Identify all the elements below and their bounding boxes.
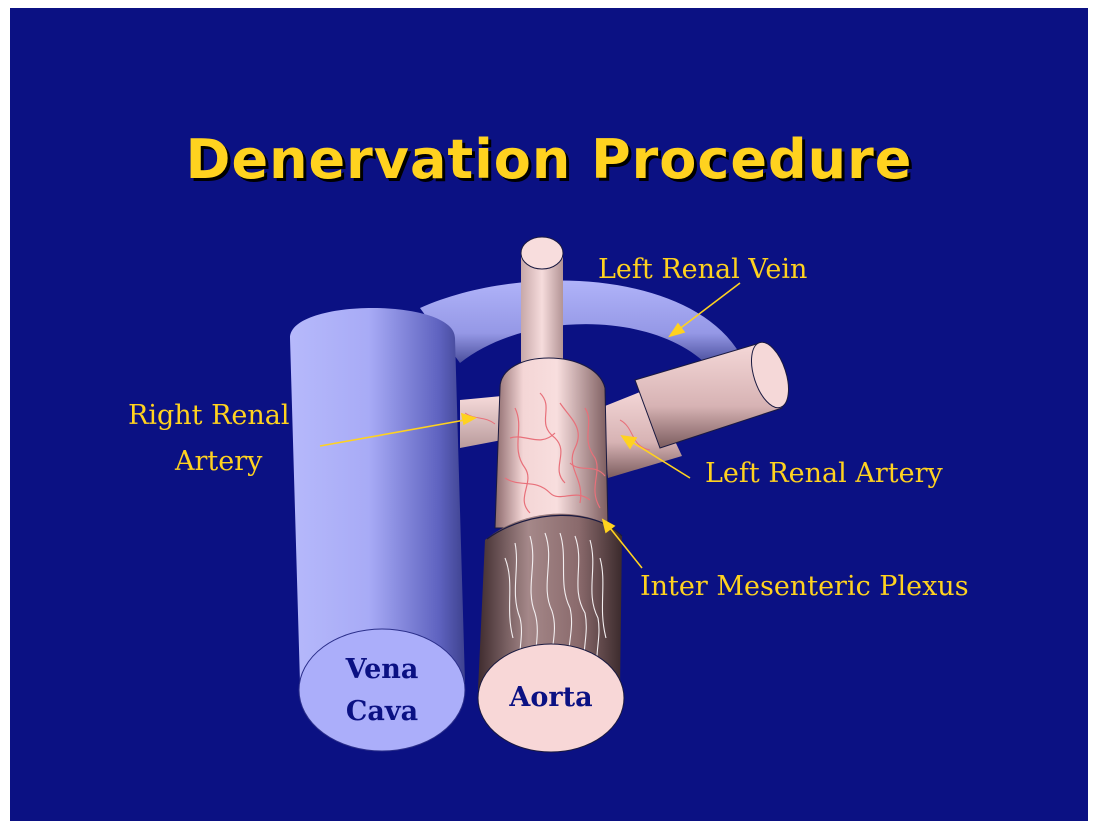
label-inter-mesenteric-plexus: Inter Mesenteric Plexus (640, 571, 969, 602)
vena-cava-cap (299, 629, 465, 751)
label-right-renal-artery-line2: Artery (174, 446, 263, 477)
slide: Denervation Procedure (10, 8, 1088, 821)
label-right-renal-artery-line1: Right Renal (128, 400, 290, 431)
label-vena-cava-line1: Vena (345, 654, 419, 685)
left-renal-vein-arch (420, 281, 740, 368)
label-aorta: Aorta (508, 682, 592, 713)
superior-vessel-cap (521, 237, 563, 269)
label-left-renal-artery: Left Renal Artery (705, 458, 943, 489)
label-left-renal-vein: Left Renal Vein (598, 254, 807, 285)
anatomy-diagram: Left Renal Vein Right Renal Artery Left … (10, 8, 1088, 821)
vena-cava-shape (290, 308, 465, 683)
label-vena-cava-line2: Cava (346, 696, 418, 727)
aorta-upper-shape (495, 358, 608, 528)
